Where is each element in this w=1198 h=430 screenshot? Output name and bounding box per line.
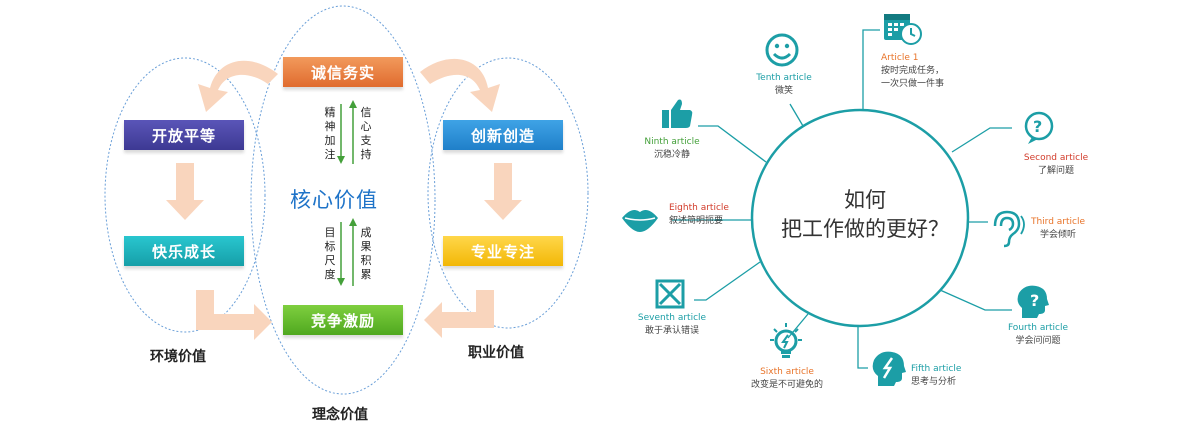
- box-integrity-pragmatic: 诚信务实: [283, 57, 403, 87]
- spoke-fourth: [939, 289, 1012, 311]
- article-7: Seventh article 敢于承认错误: [634, 312, 710, 338]
- smiley-icon: [765, 33, 799, 67]
- question-head-icon: ?: [1017, 285, 1049, 318]
- spoke-sixth: [787, 313, 809, 339]
- arrow-bottom-left: [196, 290, 272, 340]
- article-6-cn: 改变是不可避免的: [750, 380, 823, 390]
- column-spirit: 精神加注: [324, 106, 336, 161]
- label-concept-value: 理念价值: [312, 407, 368, 423]
- core-value-title: 核心价值: [290, 188, 378, 212]
- article-6: Sixth article 改变是不可避免的: [742, 366, 832, 392]
- head-lightning-icon: [872, 351, 906, 386]
- lips-icon: [622, 210, 658, 232]
- article-5-cn: 思考与分析: [911, 377, 957, 387]
- article-3-en: Third article: [1030, 217, 1086, 227]
- column-confidence: 信心支持: [360, 106, 372, 161]
- spoke-seventh: [694, 261, 761, 301]
- arrow-top-left: [198, 60, 278, 112]
- calendar-clock-icon: [884, 14, 922, 45]
- article-6-en: Sixth article: [760, 367, 814, 377]
- article-5-en: Fifth article: [911, 364, 962, 374]
- article-5: Fifth article 思考与分析: [911, 363, 961, 389]
- lightbulb-icon: [770, 323, 802, 358]
- column-results: 成果积累: [360, 226, 372, 281]
- column-target: 目标尺度: [324, 226, 336, 281]
- article-2: Second article 了解问题: [1016, 152, 1096, 178]
- center-line-2: 把工作做的更好？: [781, 217, 949, 241]
- center-circle: [750, 108, 970, 328]
- spoke-second: [951, 127, 1012, 153]
- article-10-en: Tenth article: [756, 73, 812, 83]
- article-3: Third article 学会倾听: [1026, 216, 1090, 242]
- spoke-ninth: [698, 125, 767, 163]
- svg-text:?: ?: [1030, 291, 1039, 310]
- article-4-cn: 学会问问题: [1015, 336, 1061, 346]
- thumbs-up-icon: [662, 99, 693, 128]
- article-3-cn: 学会倾听: [1039, 230, 1076, 240]
- box-happy-growth: 快乐成长: [124, 236, 244, 266]
- center-line-1: 如何: [844, 188, 886, 212]
- ear-icon: [993, 210, 1025, 248]
- article-10-cn: 微笑: [774, 86, 793, 96]
- spoke-article-1: [862, 29, 880, 110]
- career-value-ellipse: [427, 57, 589, 329]
- box-innovation: 创新创造: [443, 120, 563, 150]
- spoke-tenth: [789, 103, 804, 127]
- label-environment-value: 环境价值: [150, 349, 206, 365]
- flow-arrows: [166, 58, 522, 340]
- label-career-value: 职业价值: [468, 345, 524, 361]
- article-8-cn: 叙述简明扼要: [669, 216, 724, 226]
- spoke-fifth: [857, 326, 868, 369]
- crossed-box-icon: [655, 279, 685, 309]
- article-7-cn: 敢于承认错误: [644, 326, 699, 336]
- article-9-en: Ninth article: [644, 137, 700, 147]
- article-4: Fourth article 学会问问题: [998, 322, 1078, 348]
- article-10: Tenth article 微笑: [752, 72, 816, 98]
- arrow-right-down: [484, 163, 522, 220]
- article-2-en: Second article: [1023, 153, 1089, 163]
- article-8: Eighth article 叙述简明扼要: [669, 202, 729, 228]
- article-1: Article 1 按时完成任务， 一次只做一件事: [881, 52, 944, 91]
- article-9-cn: 沉稳冷静: [653, 150, 690, 160]
- arrow-top-right: [420, 58, 500, 112]
- arrow-bottom-right: [424, 290, 494, 338]
- box-professional-focus: 专业专注: [443, 236, 563, 266]
- article-1-en: Article 1: [881, 53, 919, 63]
- article-4-en: Fourth article: [1007, 323, 1069, 333]
- svg-text:?: ?: [1033, 117, 1042, 136]
- article-7-en: Seventh article: [637, 313, 707, 323]
- environment-value-ellipse: [104, 57, 266, 333]
- article-1-cn-2: 一次只做一件事: [881, 79, 945, 89]
- center-question: 如何 把工作做的更好？: [760, 186, 970, 244]
- arrow-left-down: [166, 163, 204, 220]
- question-bubble-icon: ?: [1024, 111, 1054, 144]
- article-8-en: Eighth article: [669, 203, 729, 213]
- article-2-cn: 了解问题: [1037, 166, 1074, 176]
- vertical-column-arrows: [337, 100, 357, 286]
- concept-value-ellipse: [250, 5, 436, 395]
- article-9: Ninth article 沉稳冷静: [640, 136, 704, 162]
- article-1-cn-1: 按时完成任务，: [881, 66, 945, 76]
- box-competition-incentive: 竞争激励: [283, 305, 403, 335]
- box-open-equal: 开放平等: [124, 120, 244, 150]
